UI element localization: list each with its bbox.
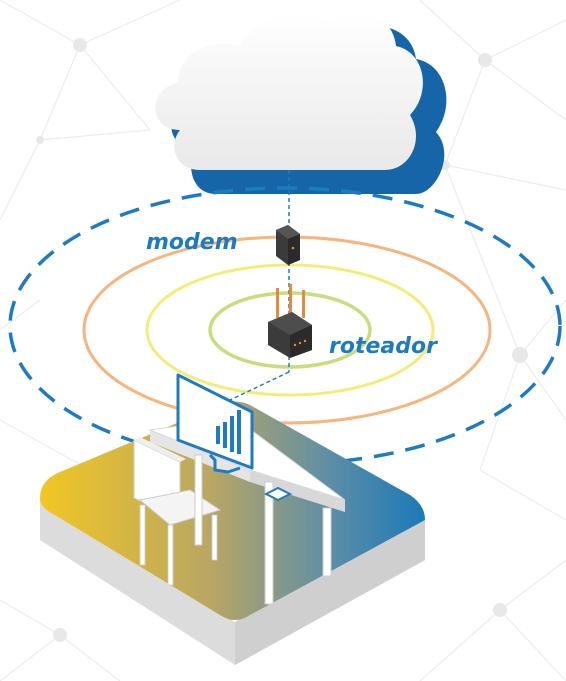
modem-icon <box>276 225 300 265</box>
router-label: roteador <box>329 334 438 359</box>
mesh-nodes <box>36 38 528 642</box>
router-icon <box>268 284 312 358</box>
signal-ring-middle <box>145 263 435 397</box>
phone-icon <box>263 486 293 502</box>
monitor-icon <box>176 373 254 474</box>
bar-chart-icon <box>216 410 241 454</box>
modem-label: modem <box>146 230 238 255</box>
cloud-icon <box>155 12 447 194</box>
